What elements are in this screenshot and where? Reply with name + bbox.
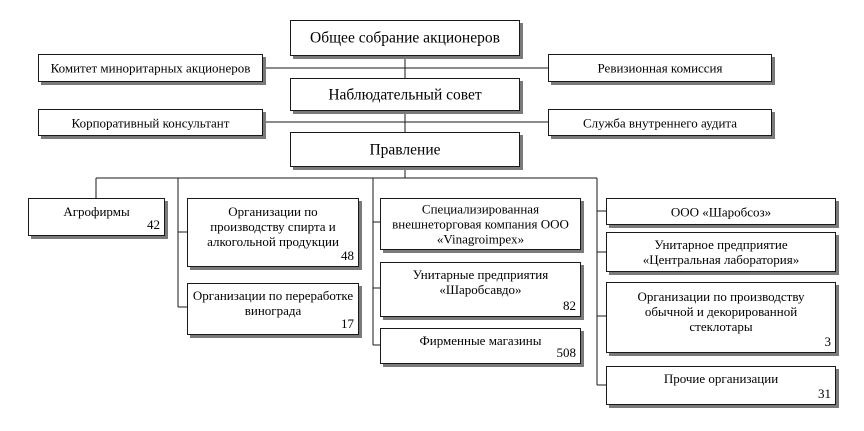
- vinagroimpex-label: Специализированная внешнеторговая компан…: [392, 201, 569, 247]
- supervisory-board-box: Наблюдательный совет: [290, 78, 520, 111]
- agrofirms-count: 42: [147, 217, 160, 232]
- vinagroimpex-box: Специализированная внешнеторговая компан…: [380, 198, 581, 250]
- glassware-orgs-label: Организации по производству обычной и де…: [637, 289, 805, 334]
- other-orgs-count: 31: [818, 386, 831, 401]
- corporate-consultant-box: Корпоративный консультант: [38, 109, 263, 136]
- grape-processing-count: 17: [341, 316, 354, 331]
- sharobsavdo-label: Унитарные предприятия «Шаробсавдо»: [412, 267, 549, 297]
- internal-audit-box: Служба внутреннего аудита: [548, 109, 772, 136]
- spirits-orgs-count: 48: [341, 248, 354, 263]
- other-orgs-box: Прочие организации 31: [606, 366, 836, 405]
- spirits-orgs-box: Организации по производству спирта и алк…: [187, 198, 359, 267]
- corporate-consultant-label: Корпоративный консультант: [71, 115, 230, 130]
- sharobsoz-label: ООО «Шаробсоз»: [670, 204, 772, 219]
- management-board-box: Правление: [290, 132, 520, 167]
- other-orgs-label: Прочие организации: [663, 371, 779, 386]
- audit-commission-box: Ревизионная комиссия: [548, 54, 772, 82]
- minority-committee-label: Комитет миноритарных акционеров: [50, 60, 251, 76]
- agrofirms-box: Агрофирмы 42: [28, 198, 165, 236]
- sharobsoz-box: ООО «Шаробсоз»: [606, 198, 836, 225]
- central-lab-box: Унитарное предприятие «Центральная лабор…: [606, 232, 836, 272]
- management-board-label: Правление: [369, 141, 441, 158]
- supervisory-board-label: Наблюдательный совет: [328, 86, 482, 103]
- general-meeting-box: Общее собрание акционеров: [290, 20, 520, 56]
- minority-committee-box: Комитет миноритарных акционеров: [38, 54, 263, 82]
- grape-processing-box: Организации по переработке винограда 17: [187, 283, 359, 335]
- sharobsavdo-count: 82: [563, 298, 576, 313]
- brand-shops-box: Фирменные магазины 508: [380, 328, 581, 364]
- brand-shops-label: Фирменные магазины: [419, 333, 542, 348]
- general-meeting-label: Общее собрание акционеров: [310, 29, 500, 47]
- sharobsavdo-box: Унитарные предприятия «Шаробсавдо» 82: [380, 262, 581, 317]
- glassware-orgs-box: Организации по производству обычной и де…: [606, 282, 836, 353]
- spirits-orgs-label: Организации по производству спирта и алк…: [207, 204, 339, 249]
- central-lab-label: Унитарное предприятие «Центральная лабор…: [642, 237, 800, 267]
- glassware-orgs-count: 3: [824, 334, 832, 349]
- internal-audit-label: Служба внутреннего аудита: [582, 115, 738, 130]
- agrofirms-label: Агрофирмы: [63, 204, 130, 219]
- audit-commission-label: Ревизионная комиссия: [597, 60, 723, 76]
- brand-shops-count: 508: [556, 345, 577, 360]
- grape-processing-label: Организации по переработке винограда: [192, 288, 354, 318]
